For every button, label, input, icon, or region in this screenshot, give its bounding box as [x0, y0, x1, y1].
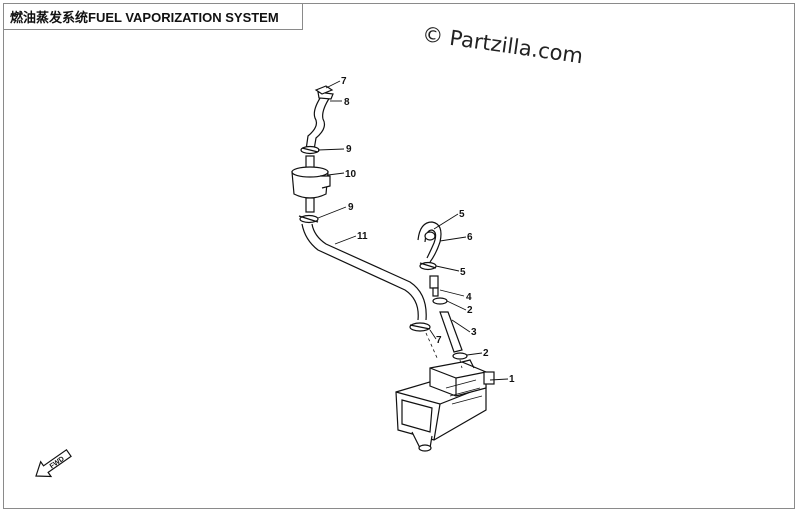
callout-6: 6 [467, 232, 473, 243]
part-canister [395, 359, 495, 452]
callout-7-top: 7 [341, 76, 347, 87]
part-clamp-7-lower [409, 322, 431, 332]
part-clamp-2-upper [432, 297, 448, 305]
guide-lines [425, 332, 463, 369]
diagram-title: 燃油蒸发系统FUEL VAPORIZATION SYSTEM [3, 3, 303, 30]
part-upper-hose [305, 91, 334, 151]
callout-labels: 7 8 9 10 9 11 5 6 5 4 2 3 7 2 1 [341, 76, 515, 385]
leader-lines [317, 80, 509, 381]
callout-9-upper: 9 [346, 144, 352, 155]
callout-3: 3 [471, 327, 477, 338]
callout-5-lower: 5 [460, 267, 466, 278]
part-clamp-top [314, 85, 334, 95]
part-hose-loop [417, 221, 442, 263]
part-clamp-9-lower [298, 214, 319, 224]
callout-11: 11 [357, 231, 368, 242]
callout-2-lower: 2 [483, 348, 489, 359]
callout-10: 10 [345, 169, 357, 180]
part-long-hose [301, 223, 427, 321]
callout-5-upper: 5 [459, 209, 465, 220]
diagram-frame [3, 3, 795, 509]
callout-7-lower: 7 [436, 335, 442, 346]
callout-9-lower: 9 [348, 202, 354, 213]
part-connector [429, 275, 439, 297]
callout-1: 1 [509, 374, 515, 385]
part-tube [439, 311, 463, 353]
callout-2-upper: 2 [467, 305, 473, 316]
fwd-arrow-icon: FWD [35, 448, 72, 478]
part-clamp-2-lower [452, 352, 468, 360]
part-clamp-9-upper [300, 145, 320, 155]
callout-8: 8 [344, 97, 350, 108]
fwd-label: FWD [49, 455, 66, 470]
part-filter [291, 155, 331, 213]
part-clamp-5-lower [419, 261, 437, 271]
callout-4: 4 [466, 292, 472, 303]
